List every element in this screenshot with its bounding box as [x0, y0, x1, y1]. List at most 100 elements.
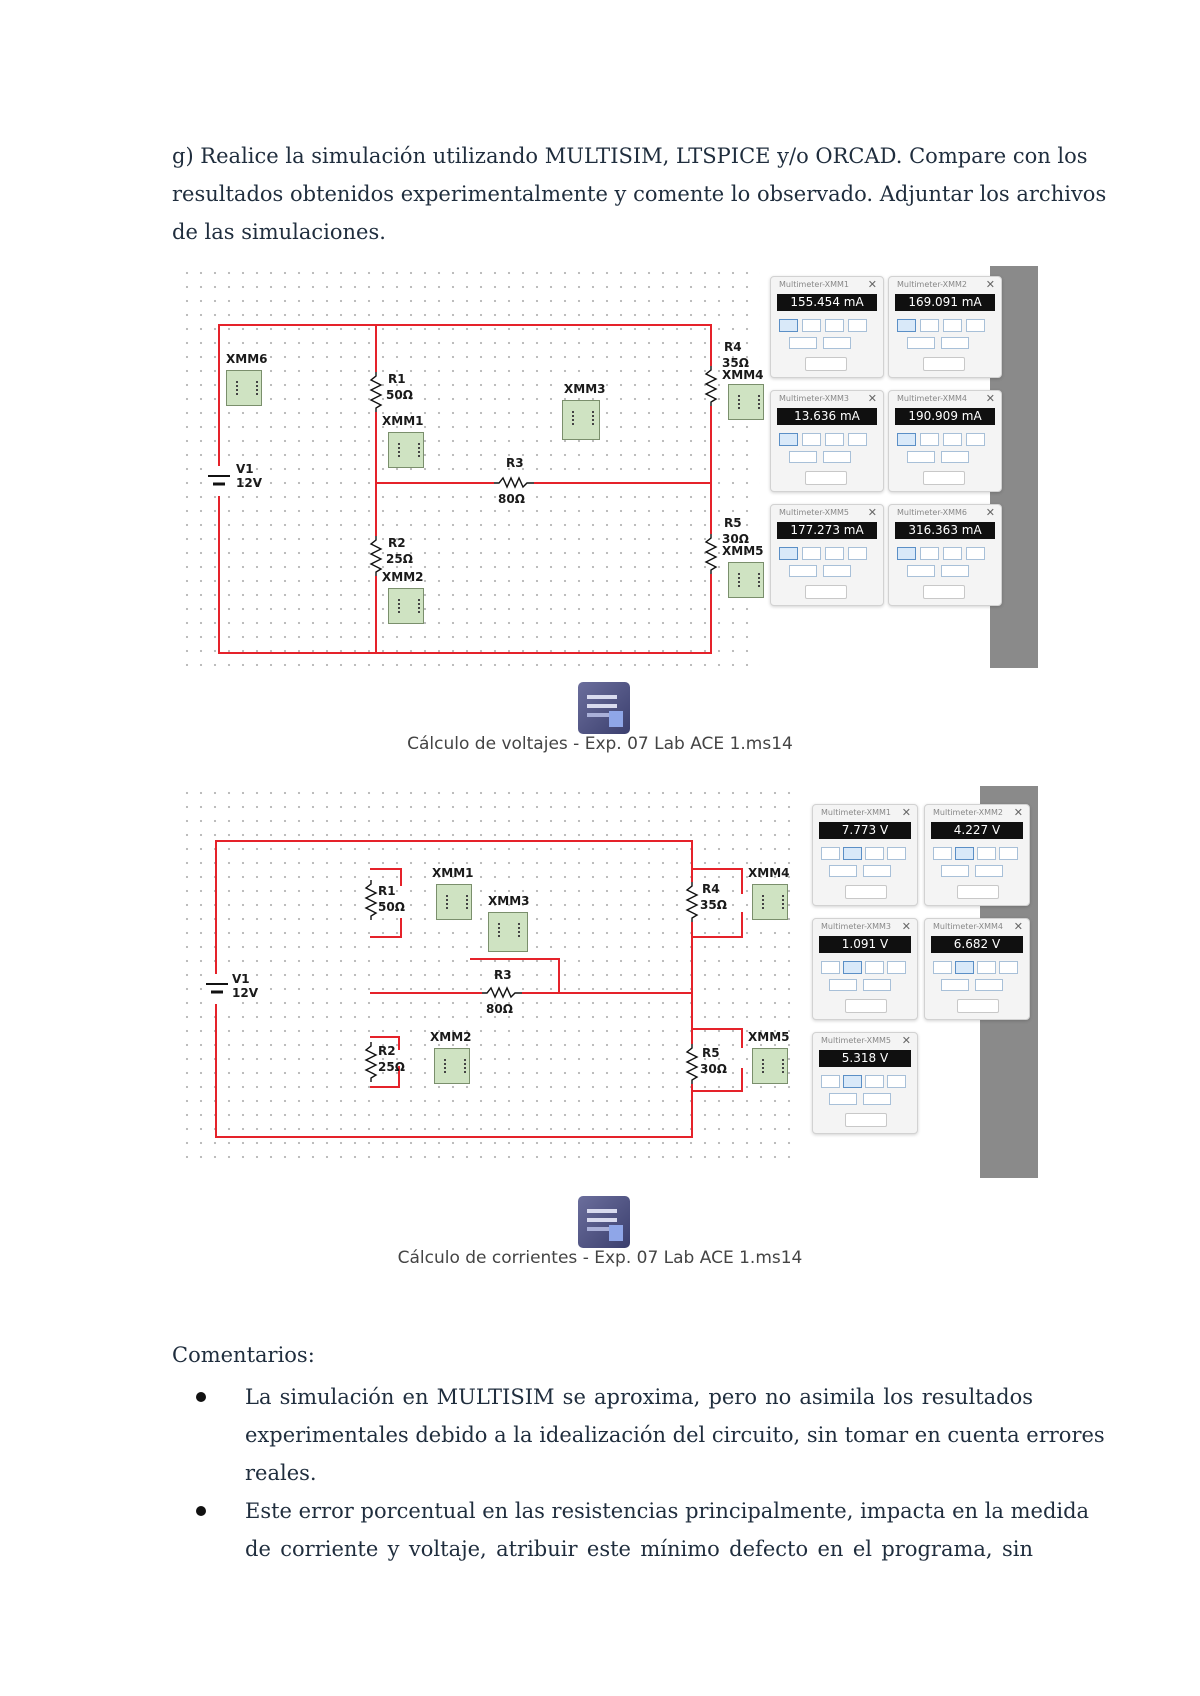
voltmeter-mode-button[interactable] — [802, 433, 821, 446]
ac-button[interactable] — [907, 451, 935, 463]
voltmeter-mode-button[interactable] — [802, 547, 821, 560]
close-icon[interactable]: ✕ — [867, 278, 877, 291]
ac-button[interactable] — [829, 979, 857, 991]
ammeter-mode-button[interactable] — [897, 547, 916, 560]
set-button[interactable] — [805, 357, 847, 371]
dc-button[interactable] — [863, 865, 891, 877]
ac-button[interactable] — [829, 865, 857, 877]
db-mode-button[interactable] — [848, 319, 867, 332]
set-button[interactable] — [923, 357, 965, 371]
multimeter-panel-xmm2[interactable]: Multimeter-XMM2 ✕ 169.091 mA — [888, 276, 1002, 378]
ammeter-mode-button[interactable] — [779, 547, 798, 560]
ohm-mode-button[interactable] — [977, 847, 996, 860]
multimeter-xmm5[interactable] — [728, 562, 764, 598]
multimeter-panel-xmm5[interactable]: Multimeter-XMM5 ✕ 5.318 V — [812, 1032, 918, 1134]
dc-button[interactable] — [863, 979, 891, 991]
multimeter-xmm3[interactable] — [488, 912, 528, 952]
db-mode-button[interactable] — [887, 847, 906, 860]
set-button[interactable] — [805, 471, 847, 485]
ammeter-mode-button[interactable] — [821, 847, 840, 860]
voltmeter-mode-button[interactable] — [843, 961, 862, 974]
multimeter-xmm5[interactable] — [752, 1048, 788, 1084]
set-button[interactable] — [845, 999, 887, 1013]
multimeter-xmm4[interactable] — [728, 384, 764, 420]
multimeter-xmm2[interactable] — [388, 588, 424, 624]
close-icon[interactable]: ✕ — [985, 278, 995, 291]
ohm-mode-button[interactable] — [943, 319, 962, 332]
voltmeter-mode-button[interactable] — [955, 847, 974, 860]
set-button[interactable] — [957, 999, 999, 1013]
close-icon[interactable]: ✕ — [867, 392, 877, 405]
voltmeter-mode-button[interactable] — [920, 433, 939, 446]
dc-button[interactable] — [941, 451, 969, 463]
dc-button[interactable] — [823, 451, 851, 463]
dc-button[interactable] — [975, 865, 1003, 877]
multimeter-xmm3[interactable] — [562, 400, 600, 440]
ohm-mode-button[interactable] — [865, 1075, 884, 1088]
multimeter-panel-xmm2[interactable]: Multimeter-XMM2 ✕ 4.227 V — [924, 804, 1030, 906]
ammeter-mode-button[interactable] — [821, 961, 840, 974]
multimeter-panel-xmm6[interactable]: Multimeter-XMM6 ✕ 316.363 mA — [888, 504, 1002, 606]
set-button[interactable] — [805, 585, 847, 599]
set-button[interactable] — [957, 885, 999, 899]
ammeter-mode-button[interactable] — [779, 433, 798, 446]
dc-button[interactable] — [975, 979, 1003, 991]
close-icon[interactable]: ✕ — [1013, 920, 1023, 933]
multimeter-panel-xmm3[interactable]: Multimeter-XMM3 ✕ 13.636 mA — [770, 390, 884, 492]
dc-button[interactable] — [941, 565, 969, 577]
multimeter-panel-xmm4[interactable]: Multimeter-XMM4 ✕ 190.909 mA — [888, 390, 1002, 492]
multimeter-xmm1[interactable] — [436, 884, 472, 920]
ohm-mode-button[interactable] — [865, 961, 884, 974]
ammeter-mode-button[interactable] — [897, 433, 916, 446]
voltmeter-mode-button[interactable] — [843, 1075, 862, 1088]
voltmeter-mode-button[interactable] — [920, 319, 939, 332]
ohm-mode-button[interactable] — [977, 961, 996, 974]
ammeter-mode-button[interactable] — [779, 319, 798, 332]
ac-button[interactable] — [789, 565, 817, 577]
close-icon[interactable]: ✕ — [1013, 806, 1023, 819]
multimeter-panel-xmm1[interactable]: Multimeter-XMM1 ✕ 155.454 mA — [770, 276, 884, 378]
db-mode-button[interactable] — [966, 319, 985, 332]
ac-button[interactable] — [907, 337, 935, 349]
ohm-mode-button[interactable] — [943, 547, 962, 560]
ac-button[interactable] — [789, 337, 817, 349]
dc-button[interactable] — [941, 337, 969, 349]
multimeter-panel-xmm4[interactable]: Multimeter-XMM4 ✕ 6.682 V — [924, 918, 1030, 1020]
close-icon[interactable]: ✕ — [985, 506, 995, 519]
voltmeter-mode-button[interactable] — [843, 847, 862, 860]
ac-button[interactable] — [941, 865, 969, 877]
multimeter-panel-xmm3[interactable]: Multimeter-XMM3 ✕ 1.091 V — [812, 918, 918, 1020]
voltmeter-mode-button[interactable] — [920, 547, 939, 560]
ac-button[interactable] — [829, 1093, 857, 1105]
multimeter-panel-xmm1[interactable]: Multimeter-XMM1 ✕ 7.773 V — [812, 804, 918, 906]
close-icon[interactable]: ✕ — [901, 920, 911, 933]
multisim-file-icon[interactable] — [578, 1196, 630, 1248]
close-icon[interactable]: ✕ — [867, 506, 877, 519]
multimeter-xmm4[interactable] — [752, 884, 788, 920]
close-icon[interactable]: ✕ — [985, 392, 995, 405]
attachment-label[interactable]: Cálculo de voltajes - Exp. 07 Lab ACE 1.… — [407, 734, 793, 754]
set-button[interactable] — [845, 1113, 887, 1127]
ammeter-mode-button[interactable] — [897, 319, 916, 332]
db-mode-button[interactable] — [848, 547, 867, 560]
multimeter-panel-xmm5[interactable]: Multimeter-XMM5 ✕ 177.273 mA — [770, 504, 884, 606]
dc-button[interactable] — [863, 1093, 891, 1105]
multimeter-xmm1[interactable] — [388, 432, 424, 468]
db-mode-button[interactable] — [887, 1075, 906, 1088]
ammeter-mode-button[interactable] — [933, 961, 952, 974]
ac-button[interactable] — [789, 451, 817, 463]
ac-button[interactable] — [941, 979, 969, 991]
ammeter-mode-button[interactable] — [821, 1075, 840, 1088]
multimeter-xmm6[interactable] — [226, 370, 262, 406]
db-mode-button[interactable] — [966, 547, 985, 560]
dc-button[interactable] — [823, 565, 851, 577]
dc-button[interactable] — [823, 337, 851, 349]
ohm-mode-button[interactable] — [825, 547, 844, 560]
voltmeter-mode-button[interactable] — [802, 319, 821, 332]
multimeter-xmm2[interactable] — [434, 1048, 470, 1084]
ohm-mode-button[interactable] — [943, 433, 962, 446]
set-button[interactable] — [923, 585, 965, 599]
db-mode-button[interactable] — [887, 961, 906, 974]
ohm-mode-button[interactable] — [825, 319, 844, 332]
db-mode-button[interactable] — [999, 961, 1018, 974]
